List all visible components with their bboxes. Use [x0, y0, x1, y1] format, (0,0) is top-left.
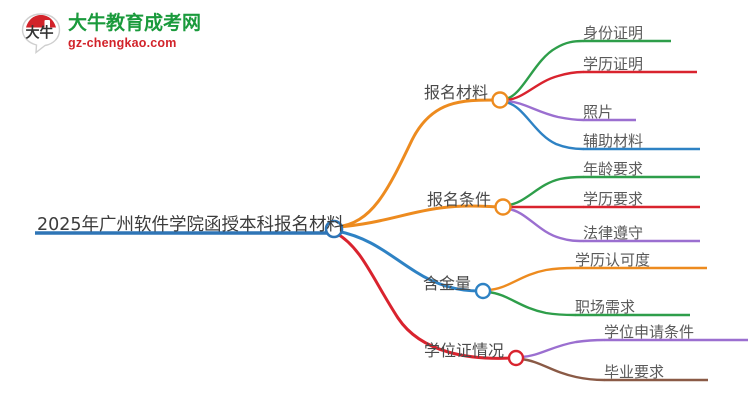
- root-topic-label[interactable]: 2025年广州软件学院函授本科报名材料: [37, 215, 345, 235]
- leaf-label-3-0[interactable]: 学位申请条件: [604, 323, 695, 341]
- leaf-label-2-0[interactable]: 学历认可度: [575, 251, 651, 269]
- branch-label-2[interactable]: 含金量: [423, 274, 472, 293]
- logo-text: 大牛教育成考网 gz-chengkao.com: [68, 12, 208, 51]
- link-0-0: [503, 39, 585, 101]
- leaf-label-1-1[interactable]: 学历要求: [583, 190, 644, 208]
- branch-label-3[interactable]: 学位证情况: [424, 341, 505, 360]
- link-2-1: [486, 290, 577, 317]
- link-0-1: [504, 70, 585, 102]
- logo-name-cn: 大牛教育成考网: [68, 13, 202, 34]
- branch-node-3[interactable]: [507, 349, 525, 367]
- link-3-0: [519, 338, 606, 359]
- branch-node-2[interactable]: [474, 282, 492, 300]
- root-node[interactable]: [324, 219, 344, 239]
- leaf-label-0-1[interactable]: 学历证明: [583, 55, 644, 73]
- link-3-1: [519, 357, 606, 382]
- trunk-branch-1: [335, 204, 501, 229]
- link-1-2: [506, 207, 585, 243]
- link-1-0: [506, 175, 585, 207]
- svg-text:大牛: 大牛: [26, 25, 54, 42]
- logo-mark-icon: 大牛: [21, 13, 61, 55]
- leaf-label-0-0[interactable]: 身份证明: [583, 24, 644, 42]
- link-0-2: [504, 99, 585, 122]
- link-2-0: [486, 266, 577, 292]
- trunk-branch-2: [335, 229, 481, 293]
- branch-node-0[interactable]: [491, 91, 509, 109]
- leaf-label-2-1[interactable]: 职场需求: [575, 298, 636, 316]
- branch-label-1[interactable]: 报名条件: [427, 190, 492, 209]
- leaf-label-1-0[interactable]: 年龄要求: [583, 160, 644, 178]
- site-logo: 大牛 大牛教育成考网 gz-chengkao.com: [18, 8, 208, 60]
- leaf-label-1-2[interactable]: 法律遵守: [583, 224, 644, 242]
- trunk-branch-0: [334, 98, 498, 229]
- branch-label-0[interactable]: 报名材料: [424, 83, 489, 102]
- branch-node-1[interactable]: [494, 198, 512, 216]
- leaf-label-0-2[interactable]: 照片: [583, 103, 614, 121]
- leaf-label-0-3[interactable]: 辅助材料: [583, 132, 644, 150]
- logo-name-en: gz-chengkao.com: [68, 36, 177, 50]
- trunk-branch-3: [334, 231, 514, 360]
- link-0-3: [503, 100, 585, 151]
- leaf-label-3-1[interactable]: 毕业要求: [604, 363, 665, 381]
